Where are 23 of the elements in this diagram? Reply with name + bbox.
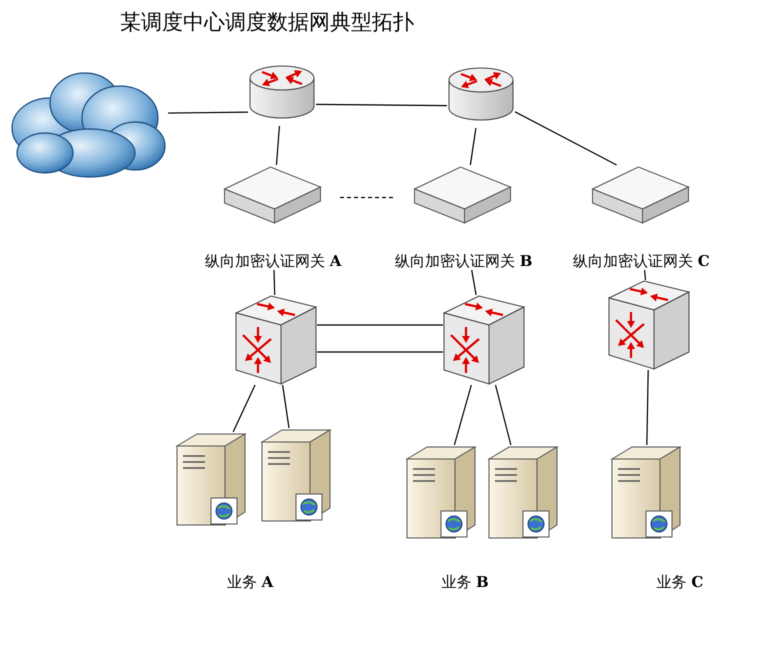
connector-line (232, 384, 256, 432)
group-label: 业务 B (441, 573, 489, 592)
connector-line (317, 324, 443, 326)
gateway-label: 纵向加密认证网关 C (573, 252, 708, 270)
connector-line (276, 126, 280, 166)
gateway-label: 纵向加密认证网关 B (395, 252, 530, 270)
connector-line (282, 384, 290, 428)
connector-line (168, 112, 248, 114)
group-label: 业务 C (656, 573, 704, 592)
group-label: 业务 A (226, 573, 274, 592)
connector-line (470, 128, 476, 166)
connector-line (454, 384, 472, 446)
connector-line (316, 104, 447, 106)
connector-line (514, 111, 617, 166)
gateway-label: 纵向加密认证网关 A (205, 252, 340, 270)
connector-line (646, 370, 649, 446)
title: 某调度中心调度数据网典型拓扑 (120, 9, 414, 36)
connector-line (340, 196, 395, 198)
connector-line (494, 384, 512, 446)
connector-line (471, 270, 477, 296)
connector-line (273, 270, 276, 296)
connector-line (644, 270, 646, 280)
connector-line (317, 351, 443, 353)
